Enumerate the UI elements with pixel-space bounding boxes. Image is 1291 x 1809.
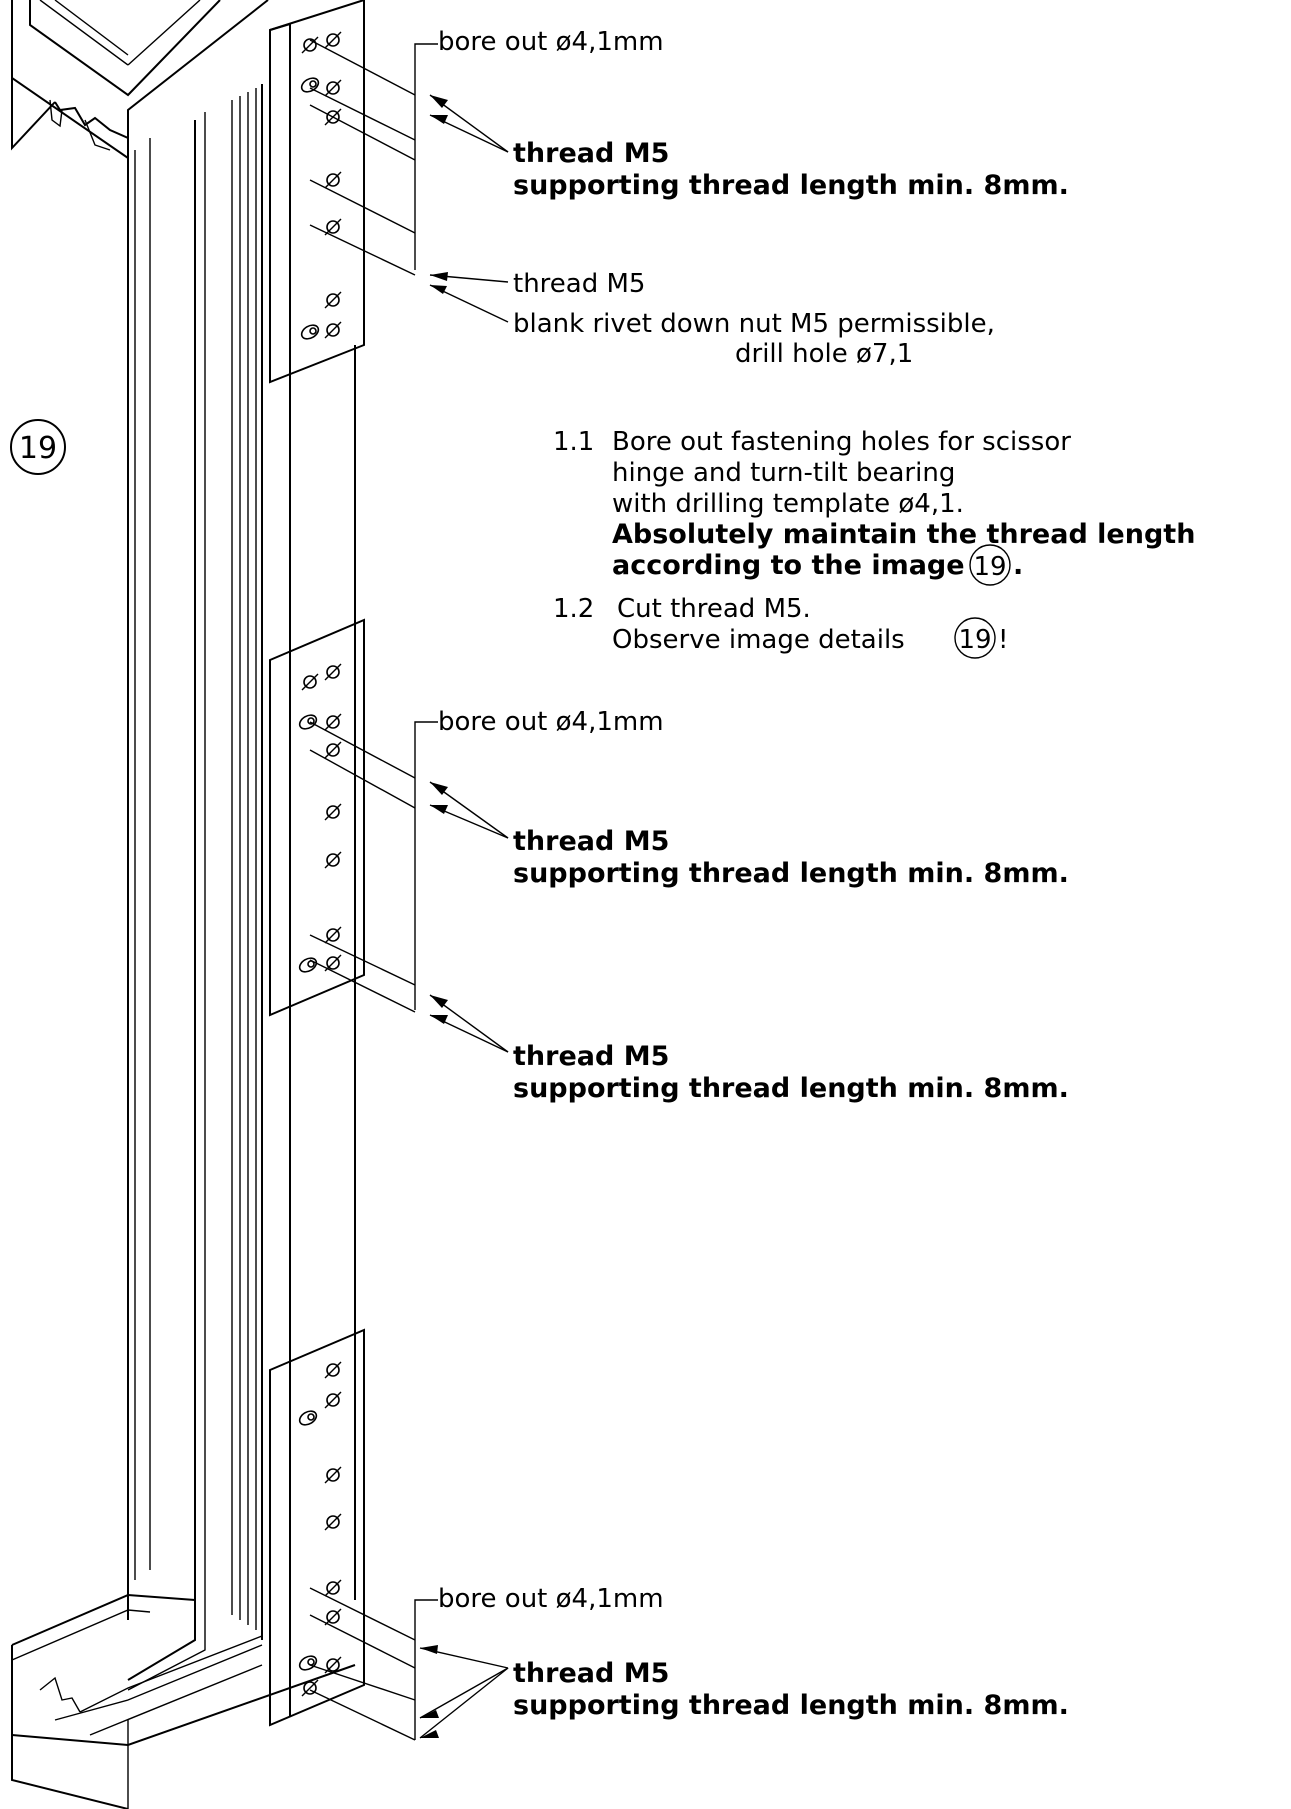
hinge-plate-bottom	[269, 1328, 365, 1727]
thread-hole-mark	[324, 79, 342, 97]
step-1-2-line2: Observe image details	[612, 625, 905, 655]
thread-hole-mark	[301, 36, 319, 54]
step-1-1-image-ref: 19	[973, 552, 1006, 582]
leader-lines	[309, 39, 509, 1741]
thread-hole-mark	[324, 663, 342, 681]
thread-hole-mark	[324, 803, 342, 821]
supporting-label-bottom: supporting thread length min. 8mm.	[513, 1690, 1069, 1721]
rivet-hole-center	[307, 1413, 315, 1421]
step-1-1-tail: .	[1013, 550, 1023, 581]
image-ref-number: 19	[19, 431, 57, 466]
step-1-1-line2: hinge and turn-tilt bearing	[612, 458, 955, 488]
thread-hole-mark	[324, 1579, 342, 1597]
rivet-hole-center	[307, 717, 315, 725]
thread-m5-label-top: thread M5	[513, 138, 669, 169]
supporting-label-middle: supporting thread length min. 8mm.	[513, 858, 1069, 889]
rivet-hole-center	[309, 327, 317, 335]
sash-strip	[261, 345, 356, 1640]
blank-rivet-label: blank rivet down nut M5 permissible,	[513, 309, 995, 339]
thread-hole-mark	[324, 171, 342, 189]
step-1-2-tail: !	[998, 625, 1008, 655]
bore-out-label-middle: bore out ø4,1mm	[438, 707, 664, 737]
hinge-plate-top	[269, 0, 365, 384]
step-1-2-image-ref: 19	[958, 625, 991, 655]
fastening-holes	[298, 31, 342, 1697]
step-1-1-line1: Bore out fastening holes for scissor	[612, 427, 1071, 457]
frame-profile	[11, 0, 356, 1809]
supporting-label-middle-2: supporting thread length min. 8mm.	[513, 1073, 1069, 1104]
step-1-2-number: 1.2	[553, 594, 594, 624]
thread-hole-mark	[324, 1466, 342, 1484]
thread-m5-label-middle: thread M5	[513, 826, 669, 857]
thread-hole-mark	[324, 1513, 342, 1531]
hinge-plate-middle	[269, 618, 365, 1017]
thread-m5-label-middle-2: thread M5	[513, 1041, 669, 1072]
thread-hole-mark	[324, 321, 342, 339]
bore-out-label-bottom: bore out ø4,1mm	[438, 1584, 664, 1614]
thread-hole-mark	[324, 926, 342, 944]
supporting-label-top: supporting thread length min. 8mm.	[513, 170, 1069, 201]
thread-hole-mark	[324, 1361, 342, 1379]
rivet-hole-center	[307, 1658, 315, 1666]
thread-hole-mark	[324, 851, 342, 869]
step-1-1-number: 1.1	[553, 427, 594, 457]
bore-out-label-top: bore out ø4,1mm	[438, 27, 664, 57]
thread-hole-mark	[324, 1391, 342, 1409]
thread-hole-mark	[301, 1679, 319, 1697]
thread-hole-mark	[324, 741, 342, 759]
thread-m5-label-rivet: thread M5	[513, 269, 645, 299]
step-1-1-line5: according to the image	[612, 550, 965, 581]
thread-hole-mark	[324, 291, 342, 309]
step-1-1-line3: with drilling template ø4,1.	[612, 489, 964, 519]
image-ref-marker: 19	[10, 419, 66, 475]
instructions: 1.1 Bore out fastening holes for scissor…	[553, 427, 1195, 659]
step-1-2-line1: Cut thread M5.	[617, 594, 811, 624]
arrowheads	[420, 95, 448, 1738]
thread-m5-label-bottom: thread M5	[513, 1658, 669, 1689]
rivet-hole-center	[309, 80, 317, 88]
drill-hole-label: drill hole ø7,1	[735, 339, 913, 369]
step-1-1-line4: Absolutely maintain the thread length	[612, 519, 1195, 550]
thread-hole-mark	[324, 31, 342, 49]
thread-hole-mark	[324, 218, 342, 236]
thread-hole-mark	[324, 713, 342, 731]
thread-hole-mark	[301, 673, 319, 691]
thread-hole-mark	[324, 1608, 342, 1626]
